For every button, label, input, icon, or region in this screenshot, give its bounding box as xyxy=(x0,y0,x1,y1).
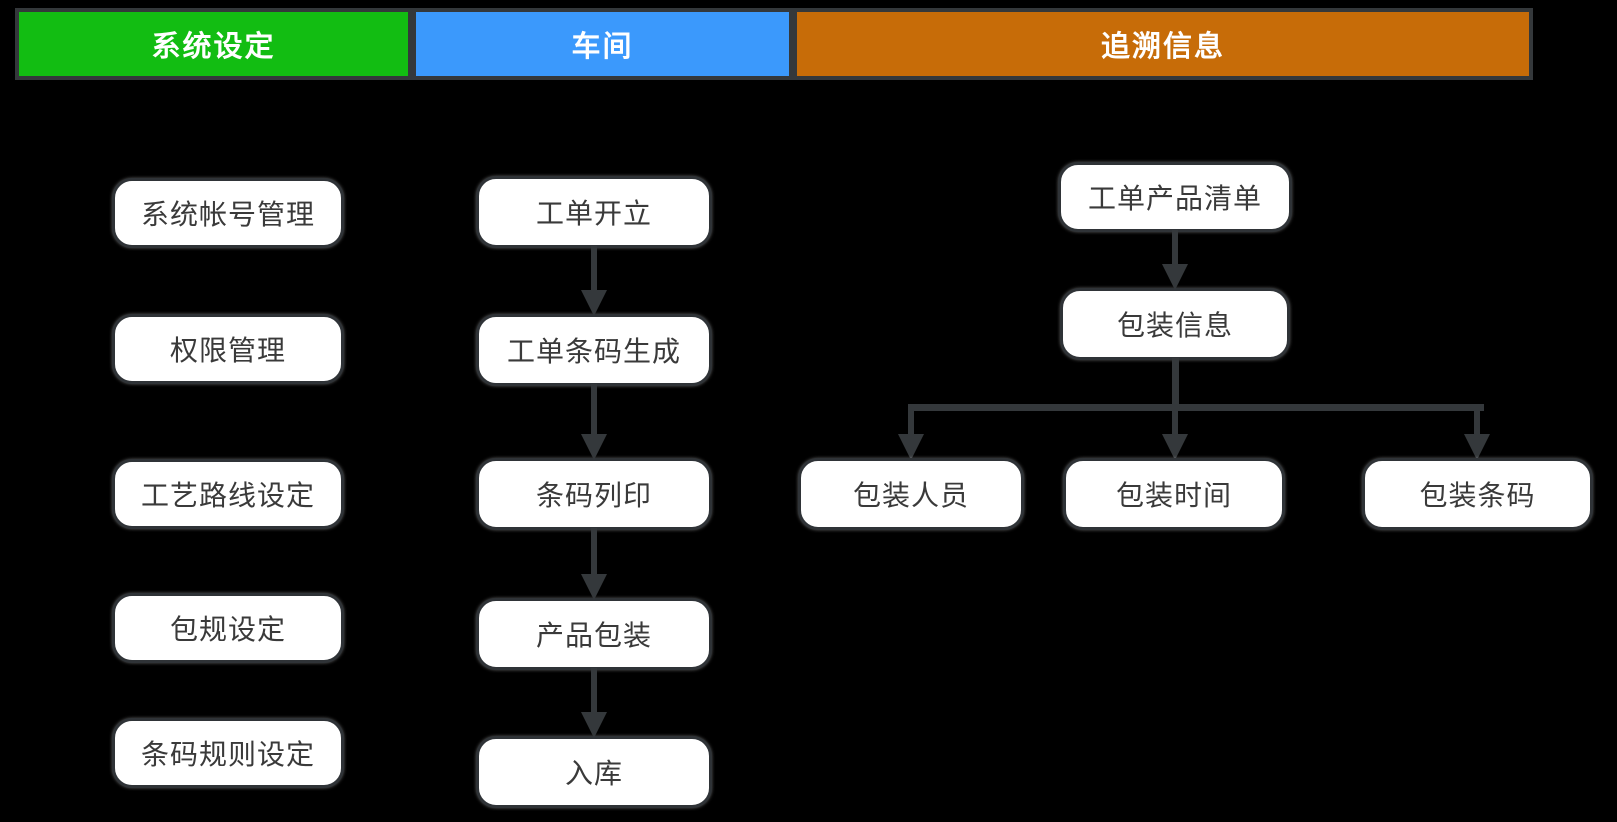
arrow-shaft xyxy=(591,384,597,438)
header-tab-system-settings: 系统设定 xyxy=(15,8,412,80)
node-system-account-management: 系统帐号管理 xyxy=(112,178,344,248)
arrow-down-icon xyxy=(1464,408,1490,460)
node-packing-barcode: 包装条码 xyxy=(1362,458,1593,530)
arrow-shaft xyxy=(591,246,597,294)
node-packing-operator: 包装人员 xyxy=(798,458,1024,530)
header-tab-workshop: 车间 xyxy=(412,8,793,80)
node-packing-info: 包装信息 xyxy=(1060,288,1290,360)
arrow-shaft xyxy=(1172,408,1178,438)
arrow-down-icon xyxy=(581,246,607,316)
node-packing-time: 包装时间 xyxy=(1063,458,1285,530)
arrow-down-icon xyxy=(1162,408,1188,460)
node-barcode-printing: 条码列印 xyxy=(476,458,712,530)
arrow-down-icon xyxy=(581,668,607,738)
node-permission-management: 权限管理 xyxy=(112,314,344,384)
node-process-route-setting: 工艺路线设定 xyxy=(112,459,344,529)
node-packing-rule-setting: 包规设定 xyxy=(112,593,344,663)
node-work-order-creation: 工单开立 xyxy=(476,176,712,248)
node-work-order-barcode-generation: 工单条码生成 xyxy=(476,314,712,386)
arrow-down-icon xyxy=(898,408,924,460)
node-warehouse-in: 入库 xyxy=(476,736,712,808)
arrow-shaft xyxy=(908,408,914,438)
arrow-shaft xyxy=(591,528,597,578)
header-tab-trace-info: 追溯信息 xyxy=(793,8,1533,80)
node-product-packing: 产品包装 xyxy=(476,598,712,670)
arrow-down-icon xyxy=(581,384,607,460)
branch-stub-line xyxy=(1172,358,1179,410)
arrow-down-icon xyxy=(1162,230,1188,290)
arrow-down-icon xyxy=(581,528,607,600)
node-work-order-product-list: 工单产品清单 xyxy=(1058,162,1292,232)
node-barcode-rule-setting: 条码规则设定 xyxy=(112,718,344,788)
arrow-shaft xyxy=(1172,230,1178,268)
arrow-shaft xyxy=(1474,408,1480,438)
arrow-shaft xyxy=(591,668,597,716)
branch-horizontal-line xyxy=(908,404,1484,411)
